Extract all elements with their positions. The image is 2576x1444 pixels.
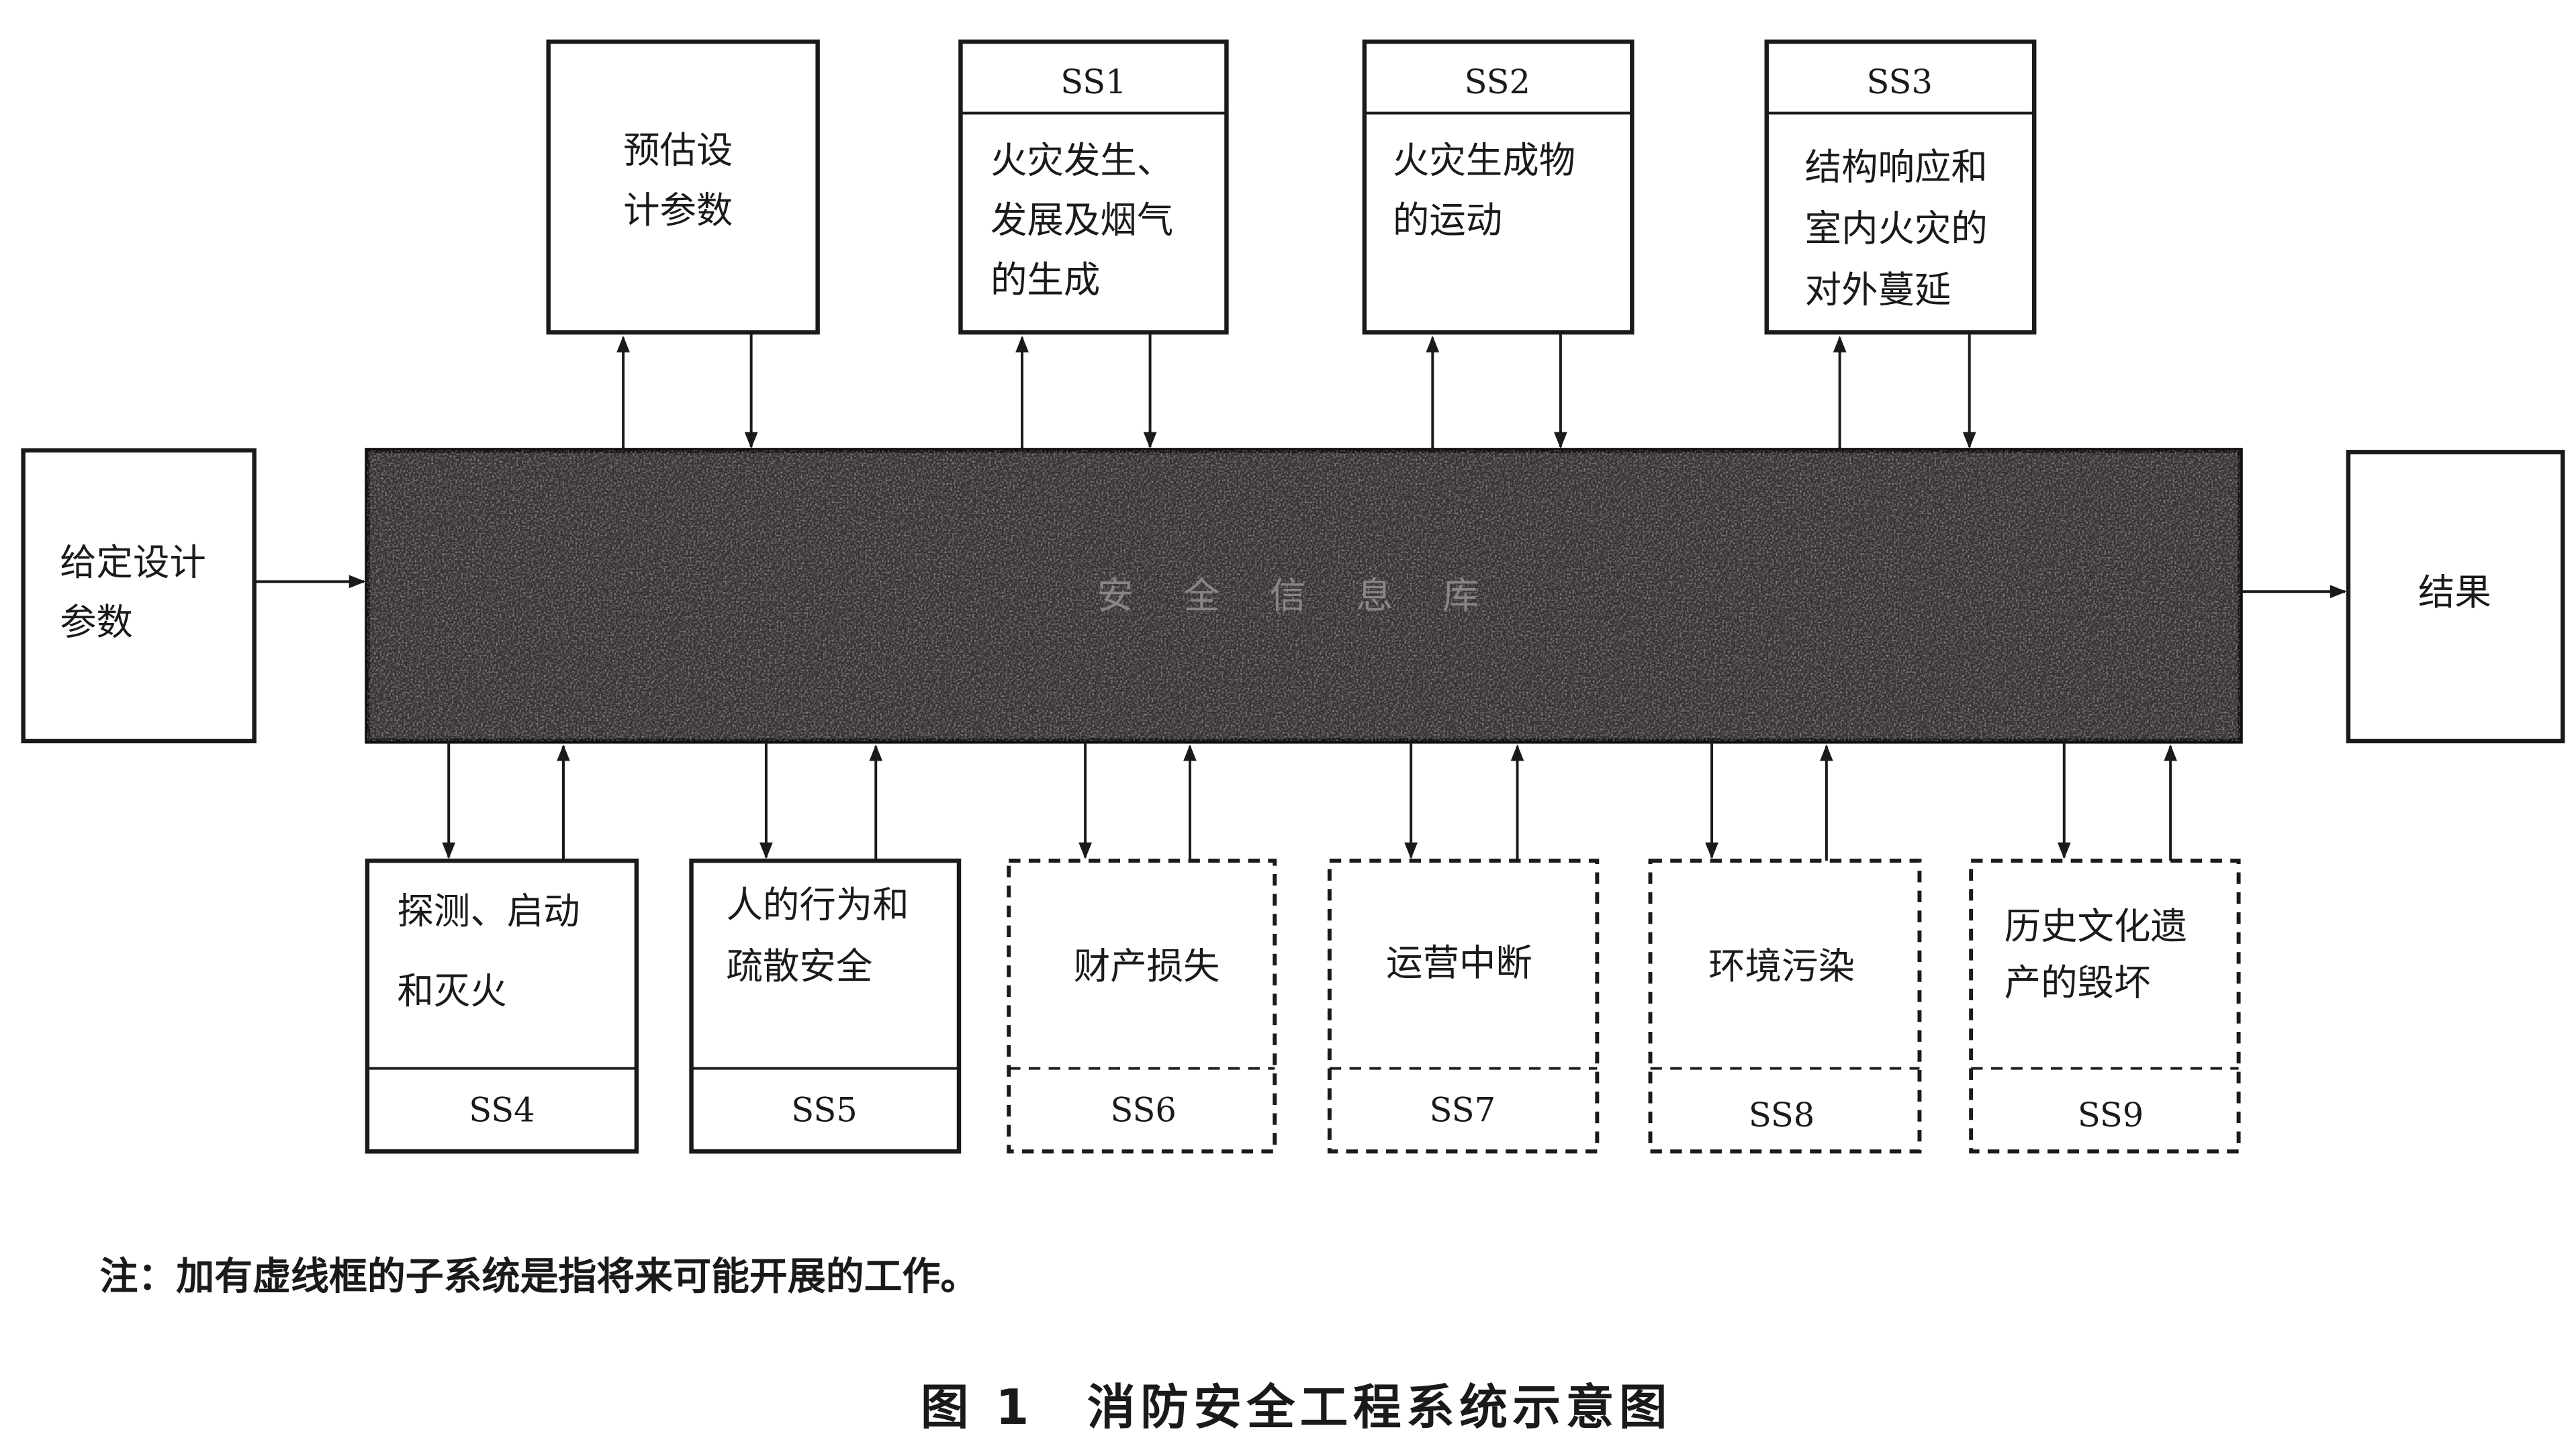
box-line: 财产损失 <box>1074 945 1220 988</box>
top-box-ss3: SS3 结构响应和 室内火灾的 对外蔓延 <box>1764 39 2037 335</box>
box-line: 人的行为和 <box>727 883 909 926</box>
box-line: 环境污染 <box>1708 945 1855 988</box>
subsystem-id: SS4 <box>469 1091 535 1130</box>
bottom-box-ss4: 探测、启动 和灭火 SS4 <box>365 858 639 1154</box>
bottom-box-ss7: 运营中断 SS7 <box>1327 859 1600 1154</box>
box-line: 结构响应和 <box>1805 145 1988 188</box>
output-box: 结果 <box>2346 450 2565 744</box>
top-arrows <box>616 332 1976 450</box>
box-line: 产的毁坏 <box>2005 961 2151 1004</box>
box-line: 对外蔓延 <box>1805 269 1951 311</box>
figure-caption: 图 1 消防安全工程系统示意图 <box>921 1379 1672 1435</box>
subsystem-id: SS7 <box>1430 1091 1496 1130</box>
subsystem-id: SS3 <box>1867 62 1933 101</box>
box-line: 的运动 <box>1393 199 1502 242</box>
subsystem-id: SS5 <box>791 1091 857 1130</box>
bottom-box-ss5: 人的行为和 疏散安全 SS5 <box>689 858 962 1154</box>
box-line: 运营中断 <box>1386 941 1532 984</box>
box-line: 疏散安全 <box>727 945 873 988</box>
box-line: 计参数 <box>623 189 733 232</box>
box-line: 的生成 <box>991 258 1100 301</box>
subsystem-id: SS9 <box>2078 1096 2144 1135</box>
subsystem-id: SS8 <box>1749 1096 1814 1135</box>
box-line: 历史文化遗 <box>2005 904 2187 947</box>
box-line: 火灾生成物 <box>1393 139 1575 182</box>
bottom-box-ss9: 历史文化遗 产的毁坏 SS9 <box>1969 859 2241 1154</box>
top-box-ss2: SS2 火灾生成物 的运动 <box>1362 39 1635 335</box>
subsystem-id: SS1 <box>1060 62 1126 101</box>
box-line: 和灭火 <box>397 969 506 1012</box>
box-line: 探测、启动 <box>397 889 580 932</box>
box-line: 火灾发生、 <box>991 139 1173 182</box>
center-label: 安全信息库 <box>1097 574 1528 617</box>
safety-information-bar: 安全信息库 <box>365 448 2243 744</box>
output-label: 结果 <box>2418 571 2491 614</box>
subsystem-id: SS2 <box>1465 62 1530 101</box>
bottom-box-ss6: 财产损失 SS6 <box>1007 859 1277 1154</box>
bottom-box-ss8: 环境污染 SS8 <box>1648 859 1922 1154</box>
input-line: 给定设计 <box>60 540 206 583</box>
box-line: 发展及烟气 <box>991 199 1173 242</box>
input-line: 参数 <box>60 601 133 644</box>
box-line: 预估设 <box>623 129 733 172</box>
box-line: 室内火灾的 <box>1805 207 1988 250</box>
top-box-estimated-parameters: 预估设 计参数 <box>546 39 820 335</box>
subsystem-id: SS6 <box>1110 1091 1176 1130</box>
top-box-ss1: SS1 火灾发生、 发展及烟气 的生成 <box>958 39 1229 335</box>
bottom-arrows <box>442 740 2178 861</box>
footnote: 注：加有虚线框的子系统是指将来可能开展的工作。 <box>99 1255 978 1299</box>
input-box: 给定设计 参数 <box>21 448 257 744</box>
